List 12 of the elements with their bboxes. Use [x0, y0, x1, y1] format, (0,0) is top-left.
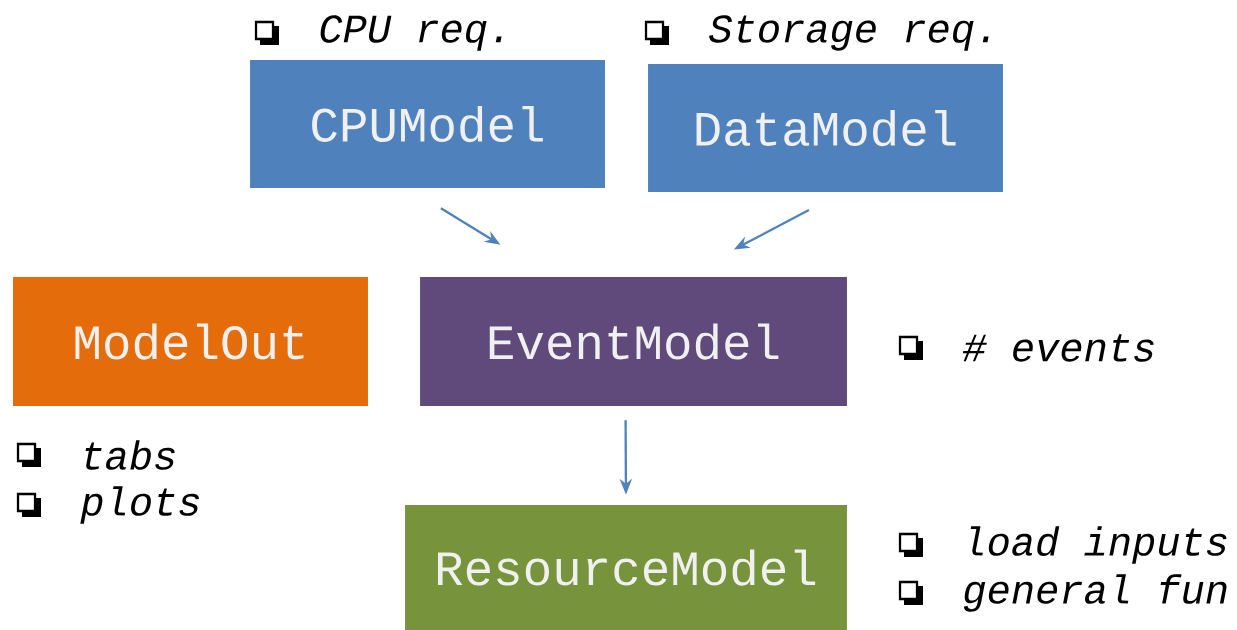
note-text: Storage req. — [709, 15, 989, 51]
note-text: load inputs — [970, 526, 1227, 564]
process-box: DataModel — [648, 64, 1003, 192]
note-text: general fun — [963, 574, 1227, 612]
note-text: # events — [962, 334, 1154, 362]
process-box: ResourceModel — [405, 505, 847, 630]
process-box: CPUModel — [250, 60, 605, 188]
note-text: CPU req. — [320, 15, 502, 51]
process-box: EventModel — [420, 277, 847, 406]
note-text: plots — [80, 486, 199, 524]
process-box: ModelOut — [13, 277, 368, 406]
note-text: tabs — [85, 440, 175, 470]
